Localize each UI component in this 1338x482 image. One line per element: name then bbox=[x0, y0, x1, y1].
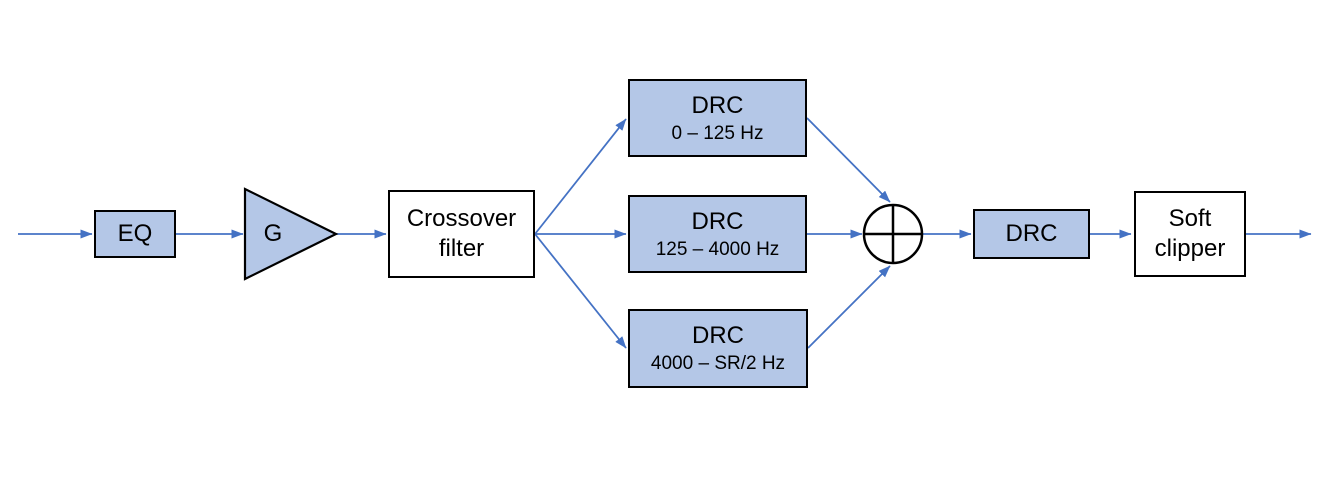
drc-low-title: DRC bbox=[691, 91, 744, 119]
drc-fullband-label: DRC bbox=[1005, 220, 1058, 247]
crossover-label-line1: Crossover bbox=[406, 205, 517, 232]
drc-high-band-block: DRC 4000 – SR/2 Hz bbox=[628, 309, 808, 388]
drc-mid-title: DRC bbox=[691, 207, 744, 235]
drc-mid-range: 125 – 4000 Hz bbox=[655, 238, 780, 260]
arrow-crossover-to-drc-low bbox=[534, 118, 627, 235]
soft-clipper-block: Soft clipper bbox=[1134, 191, 1246, 277]
sum-plus-icon bbox=[864, 205, 922, 263]
soft-clipper-label-line2: clipper bbox=[1154, 235, 1226, 262]
drc-fullband-block: DRC bbox=[973, 209, 1090, 259]
gain-triangle-shape bbox=[243, 187, 339, 281]
summing-junction bbox=[862, 203, 924, 265]
soft-clipper-label-line1: Soft bbox=[1168, 205, 1212, 232]
gain-label-wrap: G bbox=[247, 210, 299, 258]
arrow-crossover-to-drc-high bbox=[534, 233, 627, 349]
drc-high-title: DRC bbox=[692, 322, 744, 349]
crossover-filter-block: Crossover filter bbox=[388, 190, 535, 278]
gain-label: G bbox=[263, 220, 283, 247]
eq-block: EQ bbox=[94, 210, 176, 258]
drc-mid-band-block: DRC 125 – 4000 Hz bbox=[628, 195, 807, 273]
drc-low-range: 0 – 125 Hz bbox=[671, 122, 764, 144]
eq-label: EQ bbox=[117, 220, 153, 247]
arrow-drc-low-to-sum bbox=[806, 117, 891, 203]
crossover-label-line2: filter bbox=[438, 235, 485, 262]
drc-high-range: 4000 – SR/2 Hz bbox=[650, 353, 786, 374]
drc-low-band-block: DRC 0 – 125 Hz bbox=[628, 79, 807, 157]
arrow-drc-high-to-sum bbox=[807, 265, 891, 349]
